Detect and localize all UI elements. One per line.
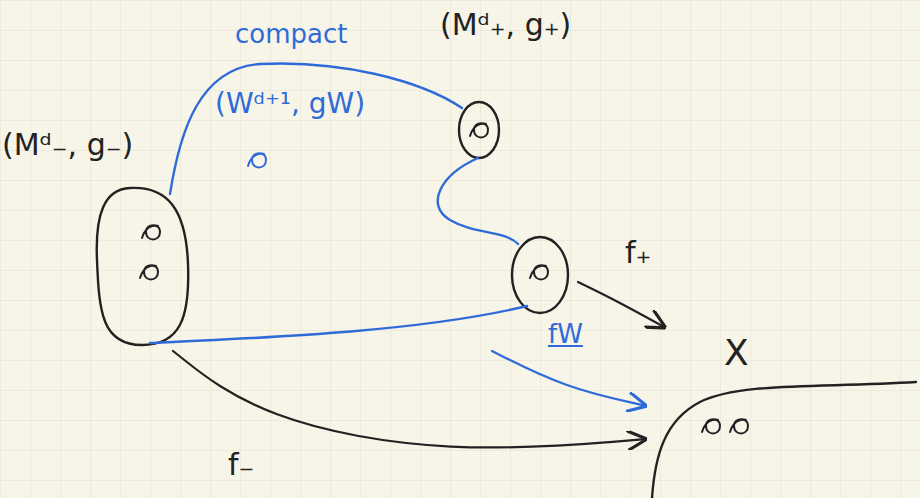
map-arrow bbox=[578, 282, 664, 327]
point-loop bbox=[730, 419, 748, 433]
target-space-shape bbox=[648, 330, 918, 498]
boundary-manifold: (Mᵈ₊, g₊) bbox=[450, 95, 575, 315]
point-loop bbox=[248, 153, 266, 167]
point-loop bbox=[470, 123, 488, 137]
map-arrow bbox=[492, 351, 645, 406]
map-label: f₋ bbox=[228, 448, 254, 483]
map-label: fW bbox=[548, 320, 583, 350]
point-loop bbox=[702, 419, 720, 433]
bordism-outline bbox=[150, 306, 527, 343]
point-loop bbox=[140, 265, 158, 279]
manifold-points bbox=[140, 123, 748, 433]
bordism-outline bbox=[438, 158, 518, 244]
map-arrow bbox=[173, 351, 645, 448]
manifold-label: (Wᵈ⁺¹, gW) bbox=[215, 88, 365, 120]
point-loop bbox=[530, 265, 548, 279]
space-label: X bbox=[724, 332, 749, 373]
bordism-manifold-shape bbox=[150, 18, 530, 348]
boundary-manifold: (Mᵈ₋, g₋) bbox=[93, 183, 193, 348]
manifold-outline bbox=[97, 188, 189, 345]
target-space: X bbox=[648, 330, 918, 498]
manifold-label: (Mᵈ₊, g₊) bbox=[440, 8, 571, 43]
compact-note: compact bbox=[235, 20, 347, 50]
map-label: f₊ bbox=[625, 236, 651, 271]
boundary-manifold-shape bbox=[450, 95, 575, 315]
bordism-manifold: compact (Wᵈ⁺¹, gW) bbox=[150, 18, 530, 348]
bordism-outline bbox=[170, 63, 462, 194]
manifold-label: (Mᵈ₋, g₋) bbox=[2, 128, 133, 163]
space-outline bbox=[652, 382, 916, 498]
manifold-outline bbox=[459, 102, 499, 158]
manifold-outline bbox=[512, 237, 568, 313]
boundary-manifold-shape bbox=[93, 183, 193, 348]
point-loop bbox=[142, 225, 160, 239]
